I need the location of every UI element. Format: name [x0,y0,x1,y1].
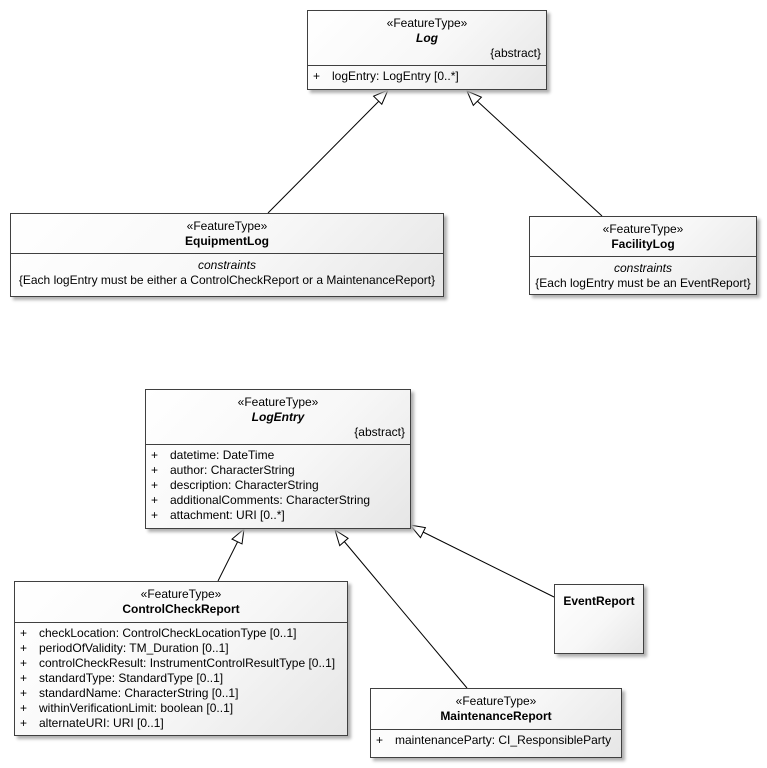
attribute-row[interactable]: + maintenanceParty: CI_ResponsibleParty [376,733,621,748]
stereotype-label: «FeatureType» [455,694,537,708]
attribute-row[interactable]: + standardName: CharacterString [0..1] [20,686,347,701]
stereotype-label: «FeatureType» [186,219,268,233]
attribute-row[interactable]: + attachment: URI [0..*] [151,508,410,523]
attribute-text: standardType: StandardType [0..1] [39,671,224,685]
attribute-row[interactable]: + controlCheckResult: InstrumentControlRe… [20,656,347,671]
maintenance-to-logentry-line [342,539,468,689]
controlcheck-to-logentry-line [217,538,240,582]
class-log[interactable]: «FeatureType» Log {abstract} + logEntry: … [307,10,547,90]
attribute-text: alternateURI: URI [0..1] [39,716,164,730]
attribute-text: standardName: CharacterString [0..1] [39,686,239,700]
attribute-row[interactable]: + description: CharacterString [151,478,410,493]
stereotype-label: «FeatureType» [237,395,319,409]
class-name: ControlCheckReport [122,602,240,616]
visibility-marker: + [20,641,28,655]
class-name: Log [416,31,438,45]
eventreport-to-logentry-line [420,530,555,598]
attribute-text: periodOfValidity: TM_Duration [0..1] [39,641,229,655]
attribute-row[interactable]: + additionalComments: CharacterString [151,493,410,508]
class-name: MaintenanceReport [440,709,552,723]
attribute-text: logEntry: LogEntry [0..*] [332,69,459,83]
attribute-row[interactable]: + datetime: DateTime [151,448,410,463]
attribute-text: attachment: URI [0..*] [170,508,285,522]
controlcheck-to-logentry-arrowhead [231,527,245,545]
constraints-heading: constraints [613,261,673,275]
attribute-compartment: + maintenanceParty: CI_ResponsibleParty [371,729,621,751]
class-maintenancereport[interactable]: «FeatureType» MaintenanceReport + mainten… [370,688,622,758]
stereotype-label: «FeatureType» [602,222,684,236]
attribute-compartment: + checkLocation: ControlCheckLocationType… [15,622,347,734]
attribute-row[interactable]: + logEntry: LogEntry [0..*] [313,69,546,84]
facilitylog-to-log-arrowhead [466,90,483,107]
visibility-marker: + [151,463,159,477]
equipmentlog-to-log-arrowhead [372,89,389,106]
constraint-compartment: constraints {Each logEntry must be eithe… [11,253,443,288]
visibility-marker: + [151,478,159,492]
attribute-text: datetime: DateTime [170,448,275,462]
class-logentry[interactable]: «FeatureType» LogEntry {abstract} + datet… [145,389,411,529]
visibility-marker: + [151,508,159,522]
attribute-compartment: + logEntry: LogEntry [0..*] [308,65,546,87]
attribute-row[interactable]: + checkLocation: ControlCheckLocationType… [20,626,347,641]
attribute-row[interactable]: + withinVerificationLimit: boolean [0..1] [20,701,347,716]
abstract-tag: {abstract} [490,46,541,60]
visibility-marker: + [20,686,28,700]
visibility-marker: + [151,448,159,462]
attribute-text: controlCheckResult: InstrumentControlRes… [39,656,336,670]
constraints-heading: constraints [197,258,257,272]
visibility-marker: + [20,626,28,640]
attribute-text: description: CharacterString [170,478,319,492]
visibility-marker: + [376,733,384,747]
class-name: EquipmentLog [185,234,269,248]
attribute-compartment: + datetime: DateTime + author: CharacterSt… [146,444,410,526]
constraint-compartment: constraints {Each logEntry must be an Ev… [530,256,756,291]
attribute-row[interactable]: + standardType: StandardType [0..1] [20,671,347,686]
abstract-tag: {abstract} [354,425,405,439]
class-facilitylog[interactable]: «FeatureType» FacilityLog constraints {E… [529,216,757,295]
class-equipmentlog[interactable]: «FeatureType» EquipmentLog constraints {… [10,213,444,297]
attribute-text: author: CharacterString [170,463,295,477]
stereotype-label: «FeatureType» [386,16,468,30]
attribute-text: maintenanceParty: CI_ResponsibleParty [395,733,612,747]
visibility-marker: + [20,656,28,670]
equipmentlog-to-log-line [267,98,382,214]
attribute-text: additionalComments: CharacterString [170,493,371,507]
attribute-row[interactable]: + alternateURI: URI [0..1] [20,716,347,731]
class-name: LogEntry [251,410,305,424]
stereotype-label: «FeatureType» [140,587,222,601]
class-eventreport[interactable]: EventReport [554,584,644,654]
visibility-marker: + [20,671,28,685]
attribute-text: checkLocation: ControlCheckLocationType … [39,626,297,640]
eventreport-to-logentry-arrowhead [408,524,427,539]
constraint-text[interactable]: {Each logEntry must be an EventReport} [535,276,751,290]
facilitylog-to-log-line [474,98,603,217]
attribute-text: withinVerificationLimit: boolean [0..1] [39,701,234,715]
class-name: EventReport [563,594,635,608]
class-controlcheckreport[interactable]: «FeatureType» ControlCheckReport + checkL… [14,581,348,736]
visibility-marker: + [313,69,321,83]
constraint-text[interactable]: {Each logEntry must be either a ControlC… [18,273,436,287]
maintenance-to-logentry-arrowhead [334,528,349,547]
class-name: FacilityLog [611,237,675,251]
visibility-marker: + [20,701,28,715]
attribute-row[interactable]: + author: CharacterString [151,463,410,478]
visibility-marker: + [20,716,28,730]
visibility-marker: + [151,493,159,507]
attribute-row[interactable]: + periodOfValidity: TM_Duration [0..1] [20,641,347,656]
